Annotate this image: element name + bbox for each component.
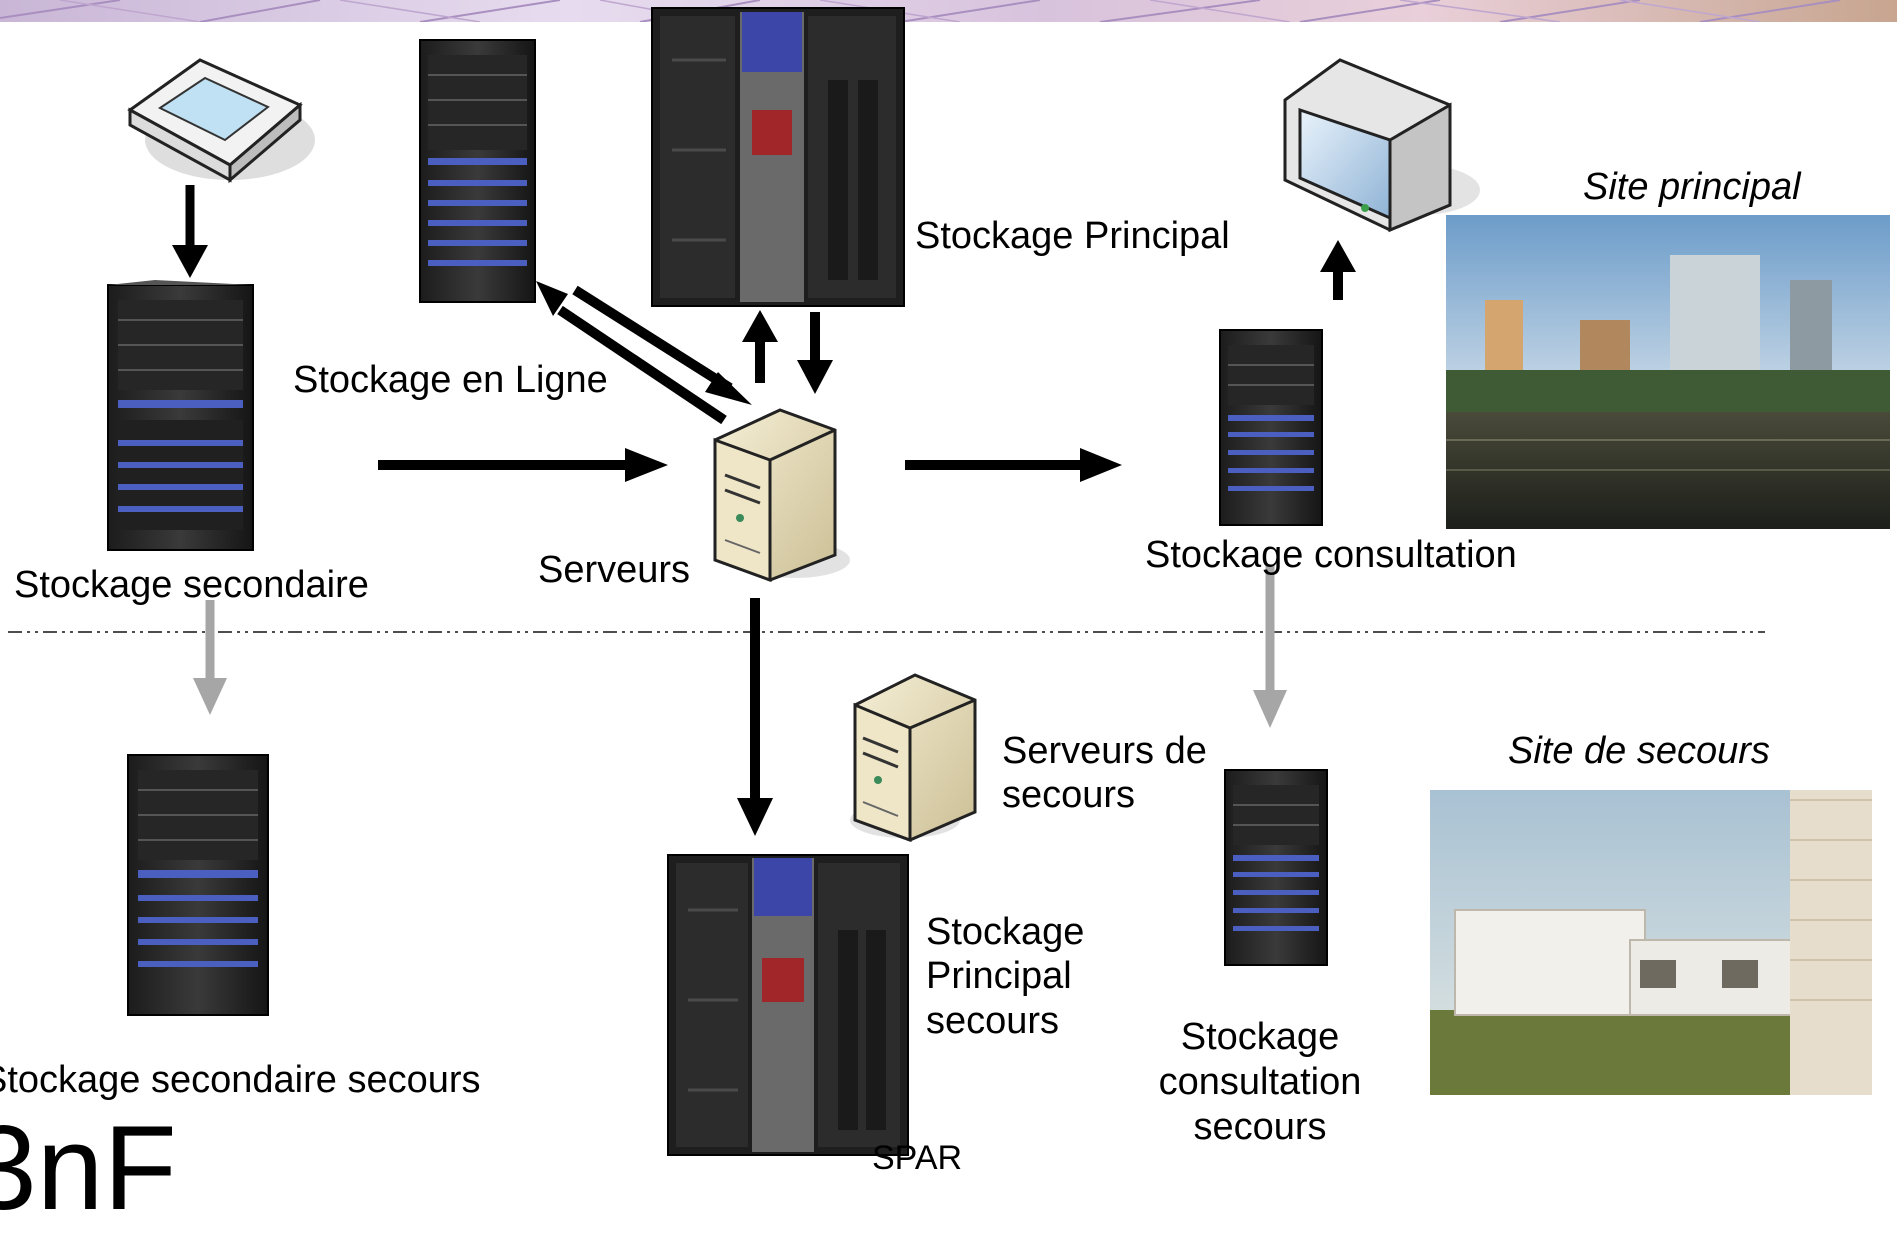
backup-site-photo (1430, 790, 1872, 1095)
arrow-scanner-to-secondary (172, 185, 208, 278)
label-serveurs-de-secours-line2: secours (1002, 774, 1136, 816)
arrow-principal-to-serveurs (797, 312, 833, 394)
storage-rack-icon-online (419, 39, 536, 303)
logo-bnf-fragment: 3nF (0, 1101, 177, 1235)
label-stockage-en-ligne: Stockage en Ligne (293, 359, 608, 401)
scanner-icon (127, 58, 315, 184)
monitor-icon (1283, 58, 1480, 233)
arrow-online-to-serveurs (572, 285, 752, 405)
label-stockage-principal-secours-line3: secours (926, 1000, 1060, 1042)
replication-arrow-consultation (1253, 565, 1287, 728)
server-tower-icon (713, 408, 850, 583)
storage-rack-icon-secondary-backup (127, 754, 269, 1016)
label-stockage-secondaire-secours: Stockage secondaire secours (0, 1059, 481, 1101)
label-site-principal: Site principal (1583, 166, 1801, 208)
diagram-canvas (8, 7, 1890, 1156)
label-stockage-principal: Stockage Principal (915, 215, 1230, 257)
storage-rack-icon-consultation (1219, 329, 1323, 526)
label-spar: SPAR (872, 1139, 963, 1177)
arrow-serveurs-to-backup-principal (737, 598, 773, 836)
label-stockage-secondaire: Stockage secondaire (14, 564, 369, 606)
label-stockage-principal-secours-line2: Principal (926, 955, 1072, 997)
arrow-secondary-to-serveurs (378, 448, 668, 482)
label-stockage-consultation-secours-line3: secours (1193, 1106, 1327, 1148)
primary-storage-cabinet-icon (651, 7, 905, 307)
storage-rack-icon-consultation-backup (1224, 769, 1328, 966)
label-site-de-secours: Site de secours (1508, 730, 1770, 772)
arrow-consultation-to-monitor (1320, 240, 1356, 300)
backup-server-tower-icon (850, 673, 977, 843)
replication-arrow-secondary (193, 600, 227, 715)
backup-primary-storage-cabinet-icon (667, 854, 909, 1156)
label-stockage-principal-secours-line1: Stockage (926, 911, 1085, 953)
header-banner (0, 0, 1897, 22)
label-stockage-consultation-secours-line1: Stockage (1180, 1016, 1340, 1058)
label-serveurs-de-secours-line1: Serveurs de (1002, 730, 1207, 772)
label-serveurs: Serveurs (538, 549, 691, 591)
main-site-photo (1446, 215, 1890, 529)
storage-rack-icon-secondary (107, 280, 254, 551)
arrow-serveurs-to-consultation (905, 448, 1122, 482)
arrow-serveurs-to-online (536, 281, 727, 425)
label-stockage-consultation-secours-line2: consultation (1158, 1061, 1362, 1103)
label-stockage-consultation: Stockage consultation (1145, 534, 1517, 576)
arrow-serveurs-to-principal (742, 310, 778, 383)
